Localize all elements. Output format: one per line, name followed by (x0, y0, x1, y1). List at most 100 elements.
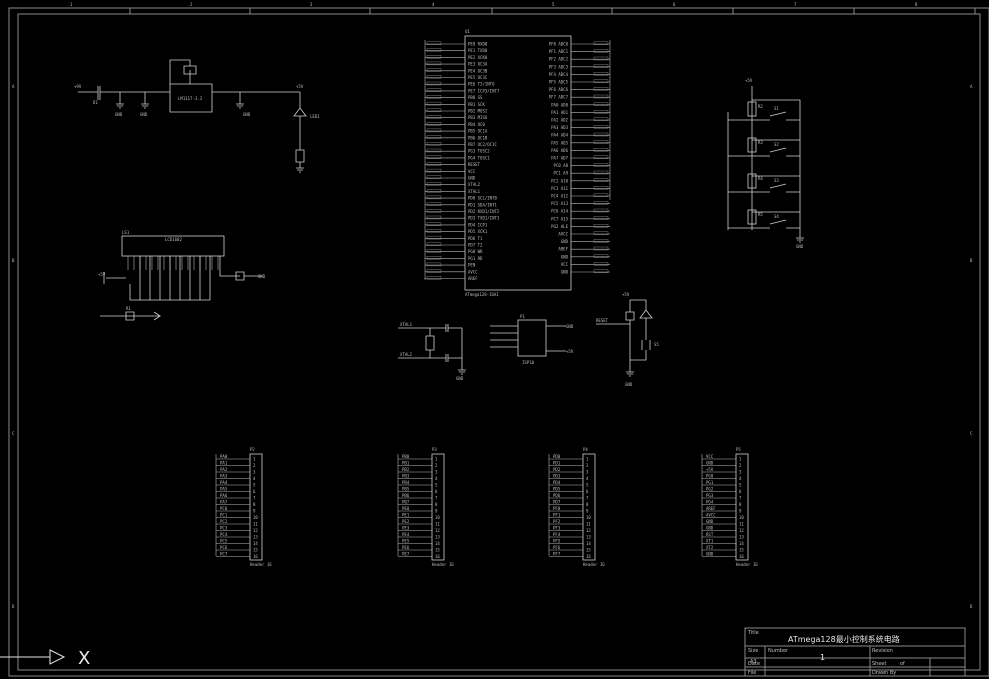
header-pin-net: PC7 (220, 552, 228, 557)
mcu-left-pin-label: PD4 ICP1 (468, 222, 488, 227)
header-pin-net: AREF (706, 506, 716, 511)
net-label-box (593, 102, 609, 106)
net-label-box (593, 193, 609, 198)
sheet-title: ATmega128最小控制系统电路 (788, 634, 900, 644)
crystal-block: XTAL1 XTAL2 GND (398, 322, 466, 381)
header-pin-net: PE2 (402, 519, 410, 524)
net-label-box (426, 128, 442, 133)
header-pin-number: 11 (435, 522, 440, 527)
header-pin-number: 4 (435, 476, 438, 481)
net-label-box (426, 95, 442, 99)
mcu-right-pin-label: PF5 ADC5 (549, 80, 569, 85)
net-label-box (426, 222, 442, 226)
pullup-resistor-label: R4 (758, 176, 763, 181)
mcu-left-pin-label: PD7 T2 (468, 243, 483, 248)
gnd-label-1: GND (115, 112, 123, 117)
reset-block: +5V RESET S5 GND (596, 292, 659, 387)
pullup-resistor-label: R2 (758, 104, 763, 109)
mcu-right-pin-label: PC2 A10 (551, 178, 568, 183)
net-label-box (426, 175, 442, 180)
mcu-right-pin-label: PF0 ADC0 (549, 42, 569, 47)
title-field-label: Title (747, 630, 759, 636)
push-button-label: S4 (774, 214, 779, 219)
mcu-left-pin-label: PB6 OC1B (468, 135, 488, 140)
net-label-box (426, 269, 442, 273)
header-pin-number: 5 (739, 483, 742, 488)
net-label-box (593, 79, 609, 84)
column-marker-top: 4 (432, 2, 435, 7)
header-pin-number: 1 (253, 457, 256, 462)
row-marker-left: C (12, 431, 15, 436)
header-pin-net: PE1 (402, 513, 410, 518)
net-label-box (593, 178, 609, 182)
mcu-right-pin-label: PA4 AD4 (551, 133, 568, 138)
net-label-box (426, 108, 442, 113)
net-label-box (426, 242, 442, 247)
row-marker-right: A (970, 84, 973, 89)
mcu-left-pin-label: PB4 OC0 (468, 122, 485, 127)
file-field-label: File (748, 670, 756, 676)
header-pin-net: PC0 (220, 506, 228, 511)
push-button-label: S2 (774, 142, 779, 147)
header-pin-net: PB0 (402, 454, 410, 459)
gnd-label-3: GND (243, 112, 251, 117)
net-label-box (426, 168, 442, 173)
header-pin-number: 1 (435, 457, 438, 462)
xtal1-label: XTAL1 (400, 322, 413, 327)
column-marker-top: 5 (552, 2, 555, 7)
column-marker-top: 2 (190, 2, 193, 7)
mcu-right-pin-label: PC4 A12 (551, 194, 568, 199)
axis-arrow-icon (0, 649, 66, 665)
net-label-box (426, 75, 442, 79)
header-pin-net: XT2 (706, 545, 714, 550)
header-pin-net: PB6 (402, 493, 410, 498)
header-pin-number: 13 (435, 535, 440, 540)
net-label-box (593, 216, 609, 220)
header-pin-net: PA3 (220, 474, 228, 479)
net-label-box (426, 155, 442, 159)
header-pin-net: PF5 (553, 539, 561, 544)
header-pin-number: 2 (435, 463, 438, 468)
row-marker-right: B (970, 258, 973, 263)
row-marker-left: D (12, 604, 15, 609)
header-pin-number: 13 (253, 535, 258, 540)
mcu-right-pin-label: PA2 AD2 (551, 118, 568, 123)
header-pin-number: 15 (435, 548, 440, 553)
drawn-field-label: Drawn By (872, 670, 896, 676)
header-pin-net: PF6 (553, 545, 561, 550)
header-pin-number: 2 (739, 463, 742, 468)
header-body (735, 453, 749, 561)
header-pin-net: PB4 (402, 480, 410, 485)
header-pin-net: PA0 (220, 454, 228, 459)
header-part: Header 16 (583, 562, 605, 567)
lcd-pins (127, 256, 219, 270)
mcu-left-pin-label: PD6 T1 (468, 236, 483, 241)
mcu-right-pin-label: PC5 A13 (551, 201, 568, 206)
mcu-right-pin-label: PF1 ADC1 (549, 49, 569, 54)
header-ref: P5 (736, 447, 741, 452)
net-label-box (426, 142, 442, 146)
reset-label: RESET (596, 318, 609, 323)
header-pin-net: PF4 (553, 532, 561, 537)
header-pin-number: 6 (586, 489, 589, 494)
pullup-resistor-label: R3 (758, 140, 763, 145)
header-pin-number: 12 (586, 528, 591, 533)
header-body (431, 453, 445, 561)
net-label-box (593, 87, 609, 91)
mcu-left-pin-label: AREF (468, 276, 478, 281)
title-block-border (744, 627, 966, 677)
mcu-right-pin-label: PA0 AD0 (551, 102, 568, 107)
header-pin-net: PD6 (553, 493, 561, 498)
net-label-box (426, 41, 442, 45)
header-pin-net: PC4 (220, 532, 228, 537)
mcu-left-pin-label: PB2 MOSI (468, 109, 488, 114)
pullup-resistor (747, 137, 757, 153)
net-label-box (426, 256, 442, 260)
power-output-label: +5V (296, 84, 304, 89)
header-pin-number: 4 (253, 476, 256, 481)
header-pin-number: 4 (739, 476, 742, 481)
